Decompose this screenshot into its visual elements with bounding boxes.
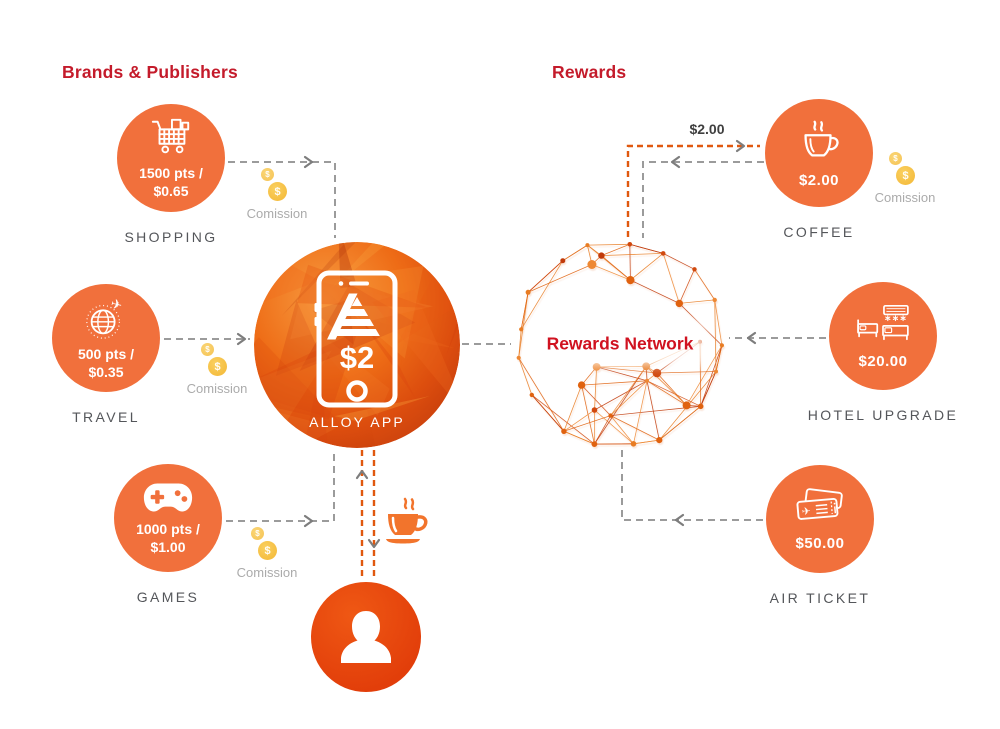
commission-label: Comission xyxy=(246,206,308,221)
plane-glyph-icon: ✈ xyxy=(801,505,811,518)
arrow-right-icon xyxy=(735,139,746,153)
travel-points-line1: 500 pts / xyxy=(77,345,135,362)
games-bubble: 1000 pts / $1.00 xyxy=(114,464,222,572)
shopping-to-app-connector xyxy=(228,161,336,238)
travel-bubble: ✈ 500 pts / $0.35 xyxy=(52,284,160,392)
rewards-network-node: Rewards Network xyxy=(510,234,730,454)
travel-points: 500 pts / $0.35 xyxy=(78,345,134,382)
network-edges xyxy=(518,243,723,445)
travel-points-line2: $0.35 xyxy=(88,364,124,380)
air-ticket-caption: AIR TICKET xyxy=(769,590,871,606)
hotel-bubble: $20.00 xyxy=(829,282,937,390)
shopping-bubble: 1500 pts / $0.65 xyxy=(117,104,225,212)
smartphone-icon xyxy=(314,270,398,408)
dollar-coin-icon: $ xyxy=(889,152,902,165)
network-nodes xyxy=(516,242,724,447)
arrow-right-icon xyxy=(303,514,314,528)
hotel-caption: HOTEL UPGRADE xyxy=(807,407,959,423)
dollar-coin-icon: $ xyxy=(208,357,227,376)
alloy-pyramid-logo-icon xyxy=(333,297,381,336)
rewards-network-label: Rewards Network xyxy=(510,333,730,355)
arrow-right-icon xyxy=(236,332,247,346)
alloy-logo-diagonal xyxy=(327,293,358,340)
coffee-cup-icon xyxy=(804,120,839,157)
games-points-line2: $1.00 xyxy=(150,539,186,555)
travel-caption: TRAVEL xyxy=(72,409,140,425)
coffee-transfer-amount: $2.00 xyxy=(689,121,725,137)
alloy-app-circle xyxy=(254,242,460,448)
snowflake-icon xyxy=(885,315,906,322)
shopping-points: 1500 pts / $0.65 xyxy=(139,164,203,201)
games-node: 1000 pts / $1.00 GAMES xyxy=(88,464,248,605)
hotel-price: $20.00 xyxy=(858,353,908,370)
coffee-redemption-icon xyxy=(386,497,428,544)
network-to-coffee-payment-connector xyxy=(626,144,760,237)
shopping-points-line2: $0.65 xyxy=(153,183,189,199)
hotel-bed-icon xyxy=(857,304,909,341)
air-ticket-node: ✈ $50.00 AIR TICKET xyxy=(740,465,900,606)
shopping-node: 1500 pts / $0.65 SHOPPING xyxy=(91,104,251,245)
games-to-app-connector xyxy=(226,449,335,522)
dollar-coin-icon: $ xyxy=(896,166,915,185)
air-ticket-icon: ✈ xyxy=(796,488,843,520)
arrow-left-icon xyxy=(746,331,757,345)
air-ticket-bubble: ✈ $50.00 xyxy=(766,465,874,573)
shopping-points-line1: 1500 pts / xyxy=(139,164,203,181)
gamepad-icon xyxy=(143,483,193,512)
commission-label: Comission xyxy=(874,190,936,205)
app-name-label: ALLOY APP xyxy=(309,414,405,430)
shopping-caption: SHOPPING xyxy=(124,229,218,245)
coffee-price: $2.00 xyxy=(798,172,840,189)
coffee-node: $2.00 COFFEE xyxy=(739,99,899,240)
air-ticket-price: $50.00 xyxy=(795,535,845,552)
dollar-coin-icon: $ xyxy=(201,343,214,356)
plane-glyph-icon: ✈ xyxy=(109,295,124,312)
coffee-bubble: $2.00 xyxy=(765,99,873,207)
network-sphere-graphic xyxy=(516,242,724,447)
commission-label: Comission xyxy=(236,565,298,580)
dollar-coin-icon: $ xyxy=(251,527,264,540)
arrow-up-icon xyxy=(355,469,369,480)
commission-coffee: $ $ Comission xyxy=(860,152,950,208)
app-balance: $2 xyxy=(339,340,375,375)
arrow-down-icon xyxy=(367,538,381,549)
commission-shopping: $ $ Comission xyxy=(232,168,322,224)
person-icon xyxy=(341,611,391,663)
dollar-coin-icon: $ xyxy=(261,168,274,181)
dollar-coin-icon: $ xyxy=(258,541,277,560)
hotel-node: $20.00 HOTEL UPGRADE xyxy=(783,282,983,423)
brands-publishers-heading: Brands & Publishers xyxy=(62,62,238,82)
commission-games: $ $ Comission xyxy=(222,527,312,583)
commission-travel: $ $ Comission xyxy=(172,343,262,399)
user-node xyxy=(311,582,421,692)
alloy-app-node: $2 ALLOY APP xyxy=(252,240,462,450)
games-points: 1000 pts / $1.00 xyxy=(136,520,200,557)
coffee-caption: COFFEE xyxy=(783,224,855,240)
rewards-network-text: Rewards Network xyxy=(546,333,694,354)
rewards-heading: Rewards xyxy=(552,62,627,82)
commission-label: Comission xyxy=(186,381,248,396)
shopping-cart-icon xyxy=(151,118,190,153)
coffee-to-network-connector xyxy=(642,161,764,238)
games-caption: GAMES xyxy=(136,589,200,605)
dollar-coin-icon: $ xyxy=(268,182,287,201)
travel-node: ✈ 500 pts / $0.35 TRAVEL xyxy=(26,284,186,425)
games-points-line1: 1000 pts / xyxy=(136,520,200,537)
travel-globe-icon: ✈ xyxy=(86,295,124,339)
arrow-left-icon xyxy=(670,155,681,169)
arrow-right-icon xyxy=(303,155,314,169)
arrow-left-icon xyxy=(674,513,685,527)
